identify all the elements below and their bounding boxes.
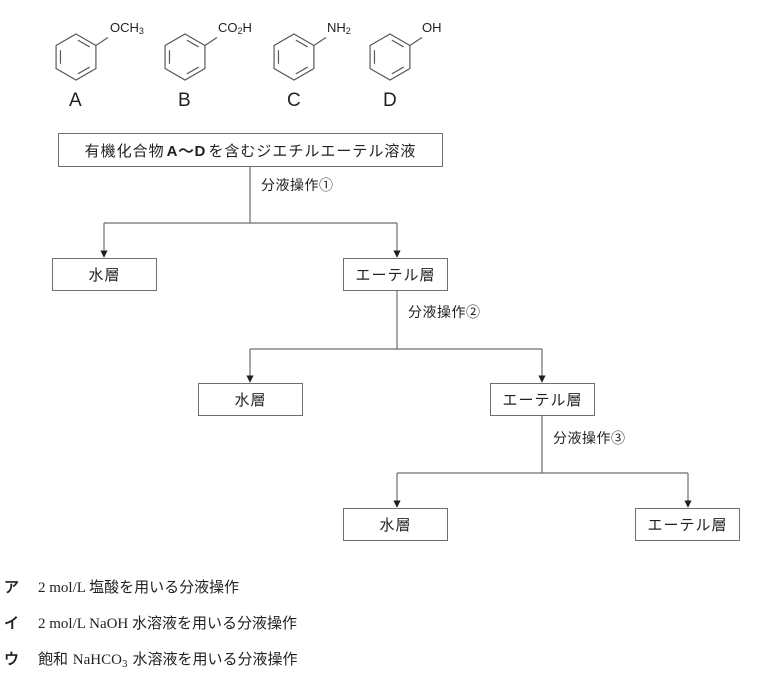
operation-2-label: 分液操作② bbox=[408, 305, 481, 321]
double-bond bbox=[186, 66, 199, 75]
benzene-ring-D bbox=[369, 33, 411, 81]
double-bond bbox=[77, 66, 90, 75]
water-layer-box-1: 水層 bbox=[52, 258, 157, 291]
water-layer-box-2: 水層 bbox=[198, 383, 303, 416]
double-bond bbox=[391, 39, 404, 48]
substituent-A: OCH3 bbox=[110, 20, 144, 36]
start-range: A～D bbox=[166, 142, 207, 160]
substituent-bond-B bbox=[204, 37, 218, 46]
option-text: NaHCO bbox=[72, 652, 122, 668]
option-item: ア 2 mol/L 塩酸を用いる分液操作 bbox=[4, 576, 239, 597]
compound-label-B: B bbox=[178, 90, 191, 111]
option-text: 2 mol/L bbox=[38, 580, 90, 596]
double-bond bbox=[186, 39, 199, 48]
ether-layer-box-1: エーテル層 bbox=[343, 258, 448, 291]
substituent-bond-C bbox=[313, 37, 327, 46]
option-item: イ 2 mol/L NaOH 水溶液を用いる分液操作 bbox=[4, 612, 297, 633]
option-text: 水溶液を用いる分液操作 bbox=[127, 650, 298, 668]
option-mark: ウ bbox=[4, 650, 20, 668]
option-text: 水溶液を用いる分液操作 bbox=[132, 614, 298, 632]
option-mark: ア bbox=[4, 578, 20, 596]
option-text: 2 mol/L NaOH bbox=[38, 616, 133, 632]
substituent-bond-A bbox=[95, 37, 109, 46]
ether-layer-box-3: エーテル層 bbox=[635, 508, 740, 541]
option-text: 飽和 bbox=[38, 650, 73, 668]
compound-label-D: D bbox=[383, 90, 397, 111]
double-bond bbox=[391, 66, 404, 75]
double-bond bbox=[295, 39, 308, 48]
option-mark: イ bbox=[4, 614, 20, 632]
operation-3-label: 分液操作③ bbox=[553, 431, 626, 447]
option-text: 塩酸を用いる分液操作 bbox=[89, 578, 240, 596]
water-layer-box-3: 水層 bbox=[343, 508, 448, 541]
benzene-ring-A bbox=[55, 33, 97, 81]
compound-label-A: A bbox=[69, 90, 82, 111]
double-bond bbox=[77, 39, 90, 48]
ether-layer-box-2: エーテル層 bbox=[490, 383, 595, 416]
benzene-ring-C bbox=[273, 33, 315, 81]
start-solution-box: 有機化合物 A～D を含むジエチルエーテル溶液 bbox=[58, 133, 443, 167]
double-bond bbox=[295, 66, 308, 75]
compound-label-C: C bbox=[287, 90, 301, 111]
benzene-ring-B bbox=[164, 33, 206, 81]
substituent-B: CO2H bbox=[218, 20, 252, 36]
start-prefix: 有機化合物 bbox=[84, 141, 165, 160]
substituent-C: NH2 bbox=[327, 20, 351, 36]
substituent-bond-D bbox=[409, 37, 423, 46]
start-suffix: を含むジエチルエーテル溶液 bbox=[208, 141, 417, 160]
option-item: ウ飽和 NaHCO3 水溶液を用いる分液操作 bbox=[4, 648, 297, 670]
operation-1-label: 分液操作① bbox=[261, 178, 334, 194]
substituent-D: OH bbox=[422, 20, 442, 35]
subscript: 3 bbox=[121, 660, 128, 670]
